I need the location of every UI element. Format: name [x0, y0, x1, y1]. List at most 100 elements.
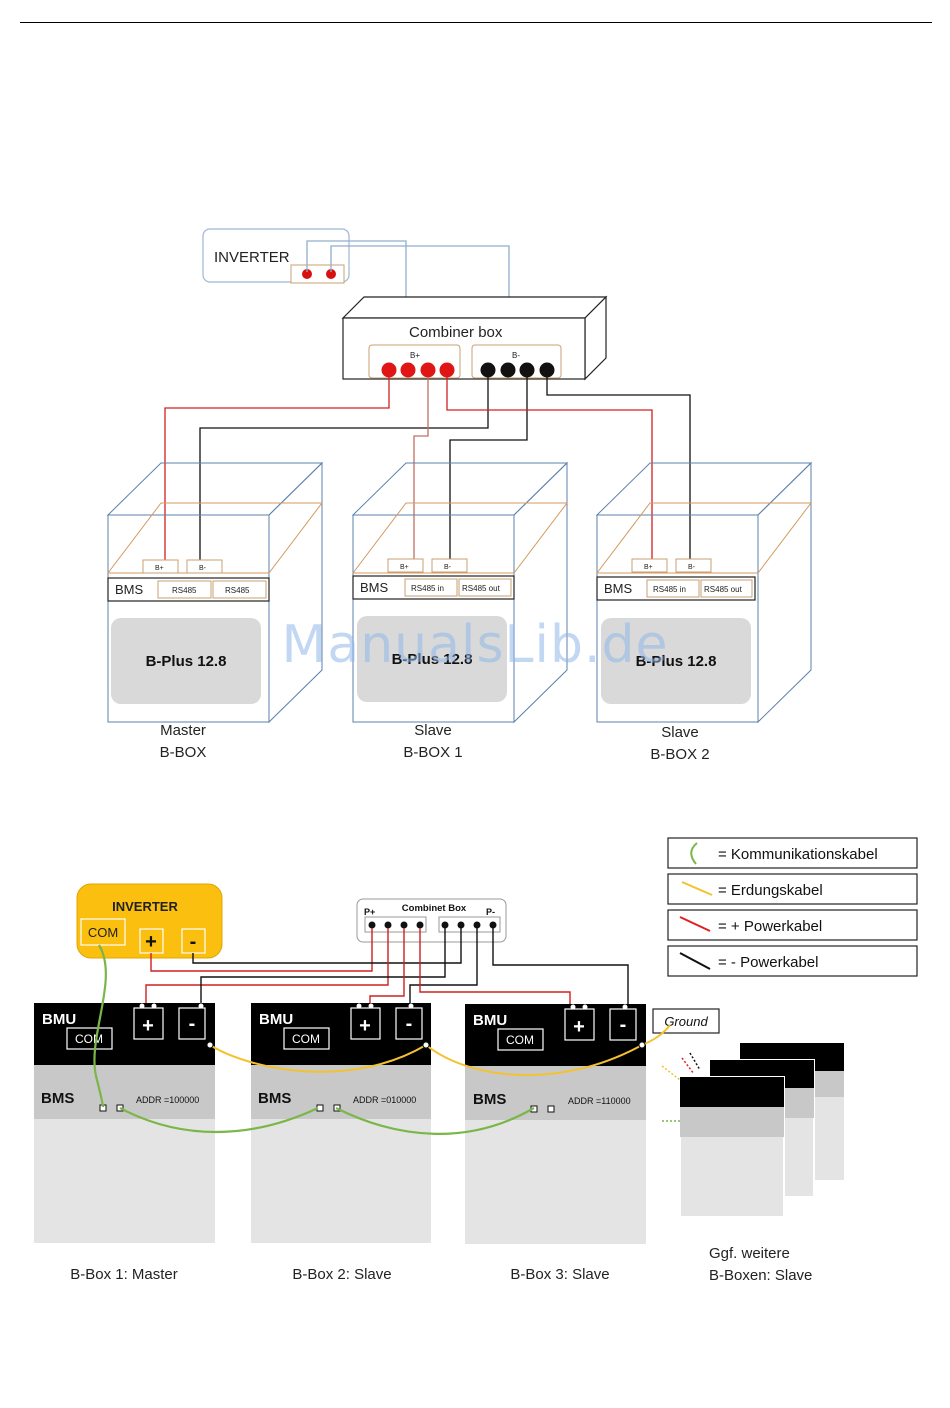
inverter-minus-terminal: [326, 269, 336, 279]
combiner-minus-terminal: [519, 362, 535, 378]
bbox-port1: RS485 in: [411, 584, 444, 593]
combiner-plus-terminal: [420, 362, 436, 378]
inverter-com-port: COM: [88, 925, 118, 940]
bbox-port1: RS485 in: [653, 585, 686, 594]
top-inverter: INVERTER: [202, 228, 350, 284]
top-bbox-1: B+ B- BMS RS485 in RS485 out B-Plus 12.8: [351, 461, 569, 724]
top-diagram: INVERTER Combiner box B+ B-: [106, 228, 813, 763]
bbox-role-caption: Master: [160, 722, 206, 739]
inverter-plus-terminal: [302, 269, 312, 279]
bbox-name-caption: B-BOX: [160, 744, 207, 761]
bmu-minus-terminal: -: [189, 1013, 196, 1035]
bms-label: BMS: [473, 1091, 506, 1108]
communication-cable: [93, 944, 535, 1135]
bbox-term-minus: B-: [444, 564, 452, 571]
battery-label: B-Plus 12.8: [636, 653, 717, 670]
bmu-plus-terminal: +: [142, 1015, 154, 1037]
combinet-p-minus: P-: [486, 907, 495, 917]
combiner-plus-terminal: [381, 362, 397, 378]
bbox-term-plus: B+: [155, 565, 164, 572]
bbox-bms-label: BMS: [115, 582, 144, 597]
legend-item-minus-power: = - Powerkabel: [718, 954, 818, 971]
bottom-box-caption: B-Box 1: Master: [70, 1266, 178, 1283]
bmu-label: BMU: [259, 1011, 293, 1028]
bottom-box-1: BMU COM + - BMS ADDR =010000: [251, 1003, 431, 1243]
battery-module: [357, 616, 507, 702]
legend-ground-swatch: [681, 881, 713, 896]
bms-label: BMS: [41, 1090, 74, 1107]
bbox-port2: RS485: [225, 586, 250, 595]
inverter-plus-port: +: [145, 931, 157, 953]
combiner-plus-terminal: [400, 362, 416, 378]
bbox-term-minus: B-: [688, 564, 696, 571]
header-rule: [20, 22, 932, 23]
inverter-minus-port: -: [190, 931, 197, 953]
bmu-label: BMU: [473, 1012, 507, 1029]
bottom-box-2: BMU COM + - BMS ADDR =110000: [465, 1004, 646, 1244]
bmu-plus-terminal: +: [573, 1016, 585, 1038]
battery-module: [111, 618, 261, 704]
legend-item-ground: = Erdungskabel: [718, 882, 823, 899]
bmu-minus-terminal: -: [406, 1013, 413, 1035]
bbox-term-plus: B+: [644, 564, 653, 571]
bottom-box-caption: B-Box 3: Slave: [510, 1266, 609, 1283]
combiner-box: Combiner box B+ B-: [341, 295, 608, 381]
legend-minus-swatch: [679, 952, 711, 970]
legend: = Kommunikationskabel = Erdungskabel = +…: [667, 837, 918, 977]
extra-boxes-caption-line1: Ggf. weitere: [709, 1245, 790, 1262]
top-bbox-2: B+ B- BMS RS485 in RS485 out B-Plus 12.8: [595, 461, 813, 724]
bbox-name-caption: B-BOX 2: [650, 746, 709, 763]
ground-label: Ground: [664, 1014, 708, 1029]
bbox-port2: RS485 out: [462, 584, 501, 593]
combiner-minus-terminal: [500, 362, 516, 378]
bbox-role-caption: Slave: [661, 724, 699, 741]
bottom-box-caption: B-Box 2: Slave: [292, 1266, 391, 1283]
bottom-inverter: INVERTER COM + -: [76, 883, 223, 959]
bbox-term-plus: B+: [400, 564, 409, 571]
bbox-name-caption: B-BOX 1: [403, 744, 462, 761]
combiner-minus-terminal: [480, 362, 496, 378]
bmu-com-port: COM: [75, 1032, 103, 1046]
ground-label-box: [652, 1008, 720, 1034]
combiner-plus-terminal: [439, 362, 455, 378]
bmu-com-port: COM: [292, 1032, 320, 1046]
bms-address: ADDR =100000: [136, 1095, 199, 1105]
bbox-port2: RS485 out: [704, 585, 743, 594]
bbox-bms-label: BMS: [604, 581, 633, 596]
bottom-box-0: BMU COM + - BMS ADDR =100000: [34, 1003, 215, 1243]
combiner-minus-terminal: [539, 362, 555, 378]
top-inverter-label: INVERTER: [214, 249, 290, 266]
bmu-plus-terminal: +: [359, 1015, 371, 1037]
combiner-label: Combiner box: [409, 324, 503, 341]
bmu-minus-terminal: -: [620, 1014, 627, 1036]
bbox-term-minus: B-: [199, 565, 207, 572]
bbox-port1: RS485: [172, 586, 197, 595]
battery-label: B-Plus 12.8: [392, 651, 473, 668]
battery-module: [601, 618, 751, 704]
bottom-inverter-label: INVERTER: [112, 899, 178, 914]
ground-cable: [209, 1024, 671, 1076]
bbox-role-caption: Slave: [414, 722, 452, 739]
bbox-bms-label: BMS: [360, 580, 389, 595]
extra-boxes-stack: [661, 1043, 844, 1218]
bottom-diagram: = Kommunikationskabel = Erdungskabel = +…: [34, 837, 918, 1284]
bmu-com-port: COM: [506, 1033, 534, 1047]
combiner-minus-label: B-: [512, 351, 520, 360]
bottom-power-wires: [145, 928, 629, 1005]
combinet-label: Combinet Box: [402, 903, 467, 914]
extra-boxes-caption-line2: B-Boxen: Slave: [709, 1267, 812, 1284]
combinet-p-plus: P+: [364, 907, 375, 917]
bmu-label: BMU: [42, 1011, 76, 1028]
combinet-box: Combinet Box P+ P-: [356, 898, 507, 943]
legend-communication-swatch: [690, 842, 698, 865]
bms-address: ADDR =010000: [353, 1095, 416, 1105]
combiner-plus-label: B+: [410, 351, 420, 360]
bms-label: BMS: [258, 1090, 291, 1107]
legend-item-communication: = Kommunikationskabel: [718, 846, 878, 863]
legend-item-plus-power: = + Powerkabel: [718, 918, 822, 935]
bms-address: ADDR =110000: [568, 1096, 631, 1106]
top-power-wires: [164, 377, 691, 567]
battery-label: B-Plus 12.8: [146, 653, 227, 670]
legend-plus-swatch: [679, 916, 711, 932]
